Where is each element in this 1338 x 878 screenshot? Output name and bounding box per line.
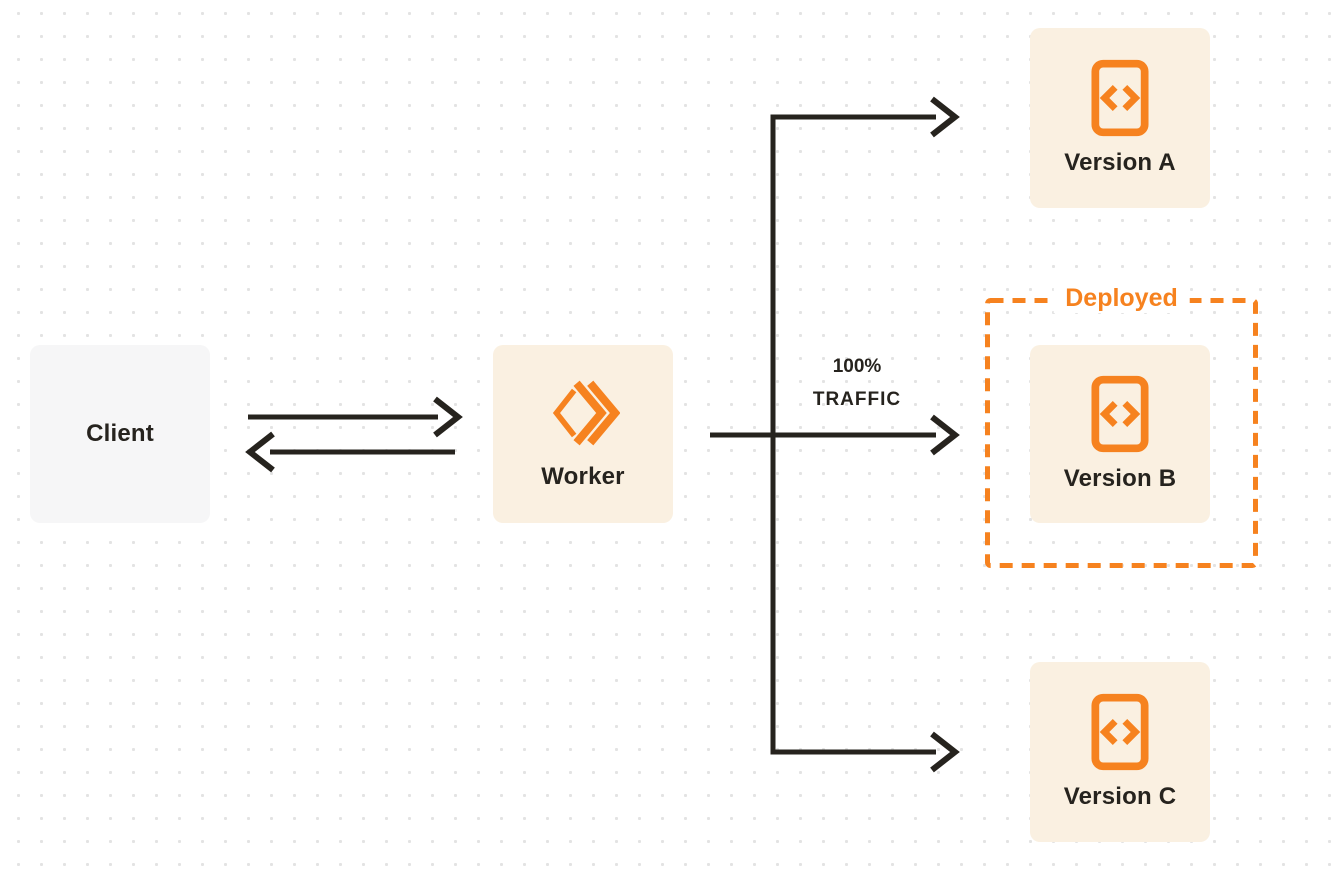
- node-client-label: Client: [86, 420, 154, 447]
- arrow-client-to-worker: [248, 396, 463, 438]
- deployed-outline: Deployed: [985, 283, 1258, 568]
- cloudflare-workers-logo-icon: [546, 377, 621, 449]
- node-worker-label: Worker: [541, 463, 625, 490]
- node-version-b: Version B: [1030, 345, 1210, 523]
- node-version-c-label: Version C: [1063, 783, 1177, 810]
- code-file-icon: [1091, 59, 1149, 137]
- code-file-icon: [1091, 693, 1149, 771]
- node-version-c: Version C: [1030, 662, 1210, 842]
- node-version-a-label: Version A: [1064, 149, 1176, 176]
- deployed-dashed-border: [985, 298, 1258, 568]
- node-version-b-label: Version B: [1063, 465, 1177, 492]
- traffic-edge-label: 100% TRAFFIC: [779, 350, 935, 416]
- deployed-label: Deployed: [1053, 283, 1190, 313]
- code-file-icon: [1091, 375, 1149, 453]
- traffic-word-text: TRAFFIC: [812, 389, 902, 410]
- node-worker: Worker: [493, 345, 673, 523]
- node-client: Client: [30, 345, 210, 523]
- traffic-percent-text: 100%: [832, 356, 882, 377]
- arrow-worker-to-client: [245, 431, 455, 473]
- arrow-worker-to-version-b: [710, 414, 960, 456]
- arrow-branch-to-version-c: [770, 435, 960, 773]
- node-version-a: Version A: [1030, 28, 1210, 208]
